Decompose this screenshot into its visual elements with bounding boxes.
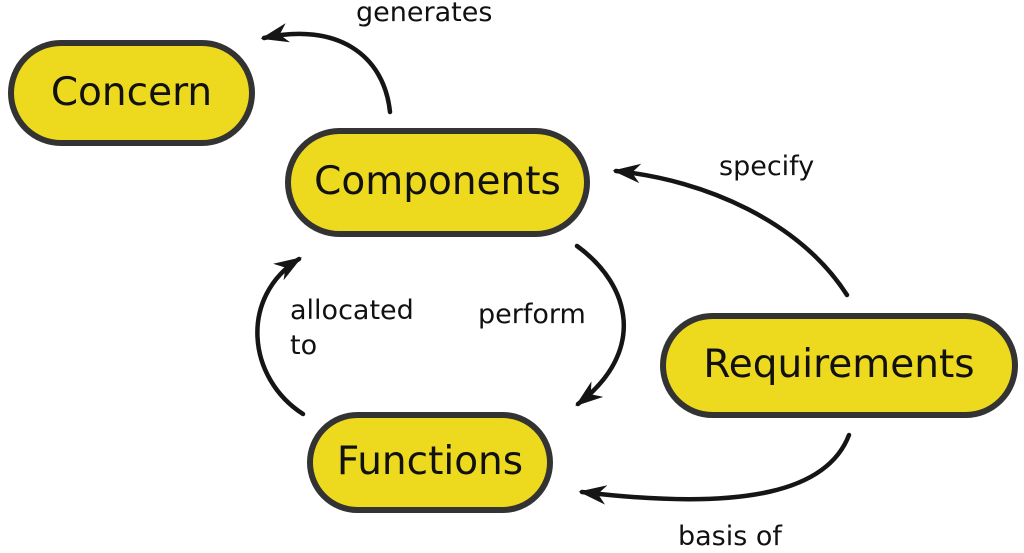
node-requirements-label: Requirements xyxy=(703,342,975,387)
node-requirements: Requirements xyxy=(660,313,1018,418)
node-concern-label: Concern xyxy=(50,69,213,115)
node-components: Components xyxy=(285,128,590,237)
edge-allocated-to-arrow xyxy=(255,256,306,417)
node-components-label: Components xyxy=(314,159,561,204)
edge-generates-label: generates xyxy=(356,0,493,28)
edge-perform-arrow xyxy=(574,243,627,407)
edge-allocated-to-label: allocated to xyxy=(290,295,414,361)
node-concern: Concern xyxy=(8,40,255,146)
edge-basis-of-arrow xyxy=(578,432,852,505)
edge-perform-label: perform xyxy=(478,299,586,330)
edge-generates-arrow xyxy=(260,23,393,115)
node-functions-label: Functions xyxy=(336,439,524,484)
edge-specify-arrow xyxy=(612,163,850,298)
edge-basis-of-label: basis of xyxy=(678,521,782,552)
edge-specify-label: specify xyxy=(719,151,815,182)
node-functions: Functions xyxy=(307,412,553,513)
